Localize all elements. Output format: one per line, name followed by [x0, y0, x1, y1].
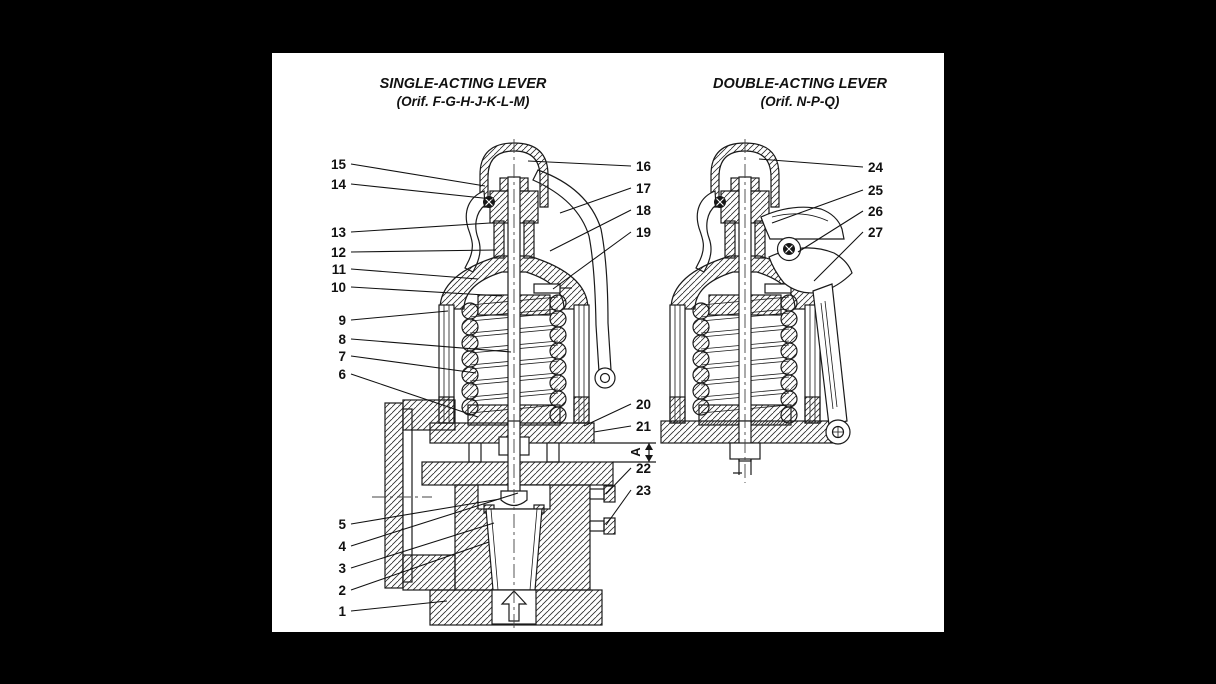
- leader-line-15: [350, 163, 486, 187]
- callout-label-6: 6: [338, 367, 346, 382]
- leader-line-9: [350, 310, 449, 321]
- leader-line-4: [350, 492, 519, 547]
- right-diagram-title-line1: DOUBLE-ACTING LEVER: [713, 76, 887, 92]
- leader-line-3: [350, 522, 495, 569]
- leader-line-18: [549, 209, 632, 252]
- leader-line-5: [350, 498, 501, 525]
- callout-label-21: 21: [636, 419, 652, 434]
- callout-label-18: 18: [636, 203, 652, 218]
- leader-line-14: [350, 183, 493, 200]
- callout-label-17: 17: [636, 181, 651, 196]
- callout-label-20: 20: [636, 397, 651, 412]
- leader-line-6: [350, 373, 479, 418]
- leader-line-12: [350, 249, 497, 253]
- callout-label-16: 16: [636, 159, 652, 174]
- leader-line-19: [552, 231, 632, 290]
- callout-label-11: 11: [332, 262, 347, 277]
- leader-line-11: [350, 268, 479, 280]
- callout-label-4: 4: [338, 539, 346, 554]
- dimension-a-label: A: [628, 447, 643, 457]
- bonnet-flange: [660, 420, 834, 475]
- callout-label-25: 25: [868, 183, 884, 198]
- manual-page: SINGLE-ACTING LEVER (Orif. F-G-H-J-K-L-M…: [272, 53, 944, 632]
- dimension-a: A: [594, 442, 656, 463]
- leader-line-23: [605, 489, 632, 526]
- leader-line-1: [350, 600, 448, 612]
- right-diagram-title: DOUBLE-ACTING LEVER (Orif. N-P-Q): [640, 75, 960, 111]
- callout-label-26: 26: [868, 204, 884, 219]
- single-acting-valve-drawing: [372, 139, 616, 629]
- callout-layer: 1514131211109876543211617181920212223242…: [331, 157, 884, 619]
- callout-label-19: 19: [636, 225, 651, 240]
- leader-line-26: [797, 210, 864, 253]
- callout-label-15: 15: [331, 157, 347, 172]
- left-diagram-title-line1: SINGLE-ACTING LEVER: [379, 76, 547, 92]
- callout-label-9: 9: [338, 313, 346, 328]
- left-diagram-title-line2: (Orif. F-G-H-J-K-L-M): [396, 94, 530, 109]
- callout-label-23: 23: [636, 483, 652, 498]
- double-acting-valve-drawing: [660, 139, 853, 483]
- callout-label-13: 13: [331, 225, 347, 240]
- leader-line-10: [350, 286, 503, 297]
- callout-label-8: 8: [338, 332, 346, 347]
- callout-label-3: 3: [338, 561, 346, 576]
- right-diagram-title-line2: (Orif. N-P-Q): [760, 94, 840, 109]
- leader-line-20: [583, 403, 632, 427]
- single-acting-lever: [532, 169, 616, 389]
- double-acting-lever: [760, 206, 853, 445]
- safety-valve-cross-section-drawing: A 15141312111098765432116171819202122232…: [331, 139, 884, 629]
- leader-line-8: [350, 338, 512, 353]
- leader-line-2: [350, 541, 490, 591]
- leader-line-22: [605, 467, 632, 495]
- leader-line-21: [593, 425, 632, 433]
- callout-label-10: 10: [331, 280, 346, 295]
- leader-line-24: [758, 158, 864, 168]
- callout-label-7: 7: [338, 349, 346, 364]
- callout-label-27: 27: [868, 225, 883, 240]
- callout-label-14: 14: [331, 177, 347, 192]
- leader-line-7: [350, 355, 477, 374]
- callout-label-5: 5: [338, 517, 346, 532]
- leader-line-16: [527, 160, 632, 167]
- callout-label-1: 1: [338, 604, 346, 619]
- callout-label-12: 12: [331, 245, 346, 260]
- callout-label-2: 2: [338, 583, 346, 598]
- leader-line-13: [350, 222, 491, 233]
- leader-line-17: [559, 187, 632, 214]
- leader-line-27: [813, 231, 864, 282]
- leader-line-25: [771, 189, 864, 224]
- callout-label-24: 24: [868, 160, 884, 175]
- callout-label-22: 22: [636, 461, 651, 476]
- left-diagram-title: SINGLE-ACTING LEVER (Orif. F-G-H-J-K-L-M…: [303, 75, 623, 111]
